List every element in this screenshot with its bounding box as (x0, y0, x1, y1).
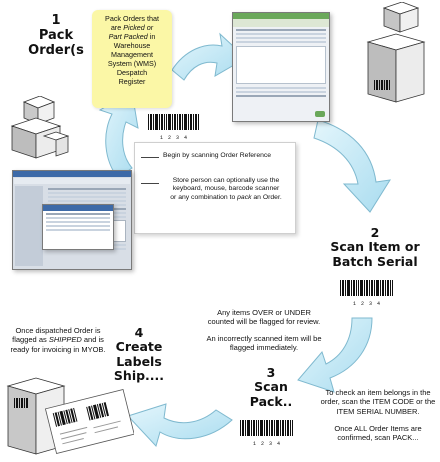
step-2-title: 2 Scan Item or Batch Serial (316, 225, 434, 269)
barcode-top-bars (148, 114, 199, 130)
step-2-number: 2 (370, 225, 380, 240)
curved-arrow-icon (297, 317, 373, 393)
sticky-line-3: Part Packed in (108, 32, 156, 41)
step-2-line2: Batch Serial (332, 253, 418, 269)
sticky-line-5: Management (111, 50, 153, 59)
barcode-icon: 1 2 3 4 (240, 420, 294, 447)
barcode-right-bars (340, 280, 393, 296)
step-1-number: 1 (51, 13, 61, 28)
step-1-title: 1 Pack Order(s (28, 13, 84, 59)
barcode-top-number: 1 2 3 4 (159, 135, 188, 141)
step-3-title: 3 Scan Pack.. (238, 365, 304, 409)
screenshot-icon (232, 12, 330, 122)
step-4-line2: Labels (116, 353, 162, 369)
callout-item-2: Store person can optionally use the keyb… (170, 177, 282, 201)
step-1-line2: Order(s (28, 42, 84, 58)
over-under-note: Any items OVER or UNDER counted will be … (207, 308, 321, 327)
barcode-icon: 1 2 3 4 (340, 280, 394, 307)
callout-bullet-1 (141, 157, 159, 158)
step-3-line2: Pack.. (249, 393, 293, 409)
barcode-right-number: 1 2 3 4 (352, 301, 381, 307)
boxes-icon (10, 96, 70, 159)
screenshot-icon (12, 170, 132, 270)
step-4-title: 4 Create Labels Ship.... (108, 325, 170, 384)
curved-arrow-icon (127, 403, 233, 447)
step-1-line1: Pack (38, 27, 74, 43)
sticky-note: Pack Orders that are Picked or Part Pack… (92, 10, 172, 108)
check-item-note: To check an item belongs in the order, s… (320, 388, 436, 416)
sticky-line-1: Pack Orders that (105, 14, 159, 23)
callout-bullet-2 (141, 183, 159, 184)
sticky-line-4: Warehouse (113, 41, 151, 50)
sticky-line-8: Register (118, 77, 146, 86)
barcode-icon: 1 2 3 4 (148, 114, 200, 141)
step-4-line3: Ship.... (113, 368, 165, 384)
barcode-bottom-number: 1 2 3 4 (252, 441, 281, 447)
box-barcode-label (374, 80, 390, 90)
incorrect-scan-note: An incorrectly scanned item will be flag… (206, 334, 322, 353)
boxes-icon (366, 2, 426, 103)
step-3-number: 3 (266, 365, 276, 380)
callout-item-1: Begin by scanning Order Reference (163, 152, 272, 159)
step-4-number: 4 (134, 325, 144, 340)
step-4-line1: Create (115, 339, 163, 355)
curved-arrow-icon (171, 32, 247, 81)
sticky-line-7: Despatch (116, 68, 148, 77)
sticky-line-2: are Picked or (110, 23, 154, 32)
barcode-bottom-bars (240, 420, 293, 436)
confirm-items-note: Once ALL Order Items are confirmed, scan… (334, 424, 422, 443)
label-icon (6, 377, 134, 455)
instruction-callout: Begin by scanning Order Reference Store … (134, 142, 296, 234)
step-3-line1: Scan (254, 379, 288, 395)
curved-arrow-icon (313, 119, 391, 213)
step-2-line1: Scan Item or (330, 239, 420, 255)
sticky-line-6: System (WMS) (107, 59, 157, 68)
dispatch-note: Once dispatched Order is flagged as SHIP… (10, 326, 106, 354)
